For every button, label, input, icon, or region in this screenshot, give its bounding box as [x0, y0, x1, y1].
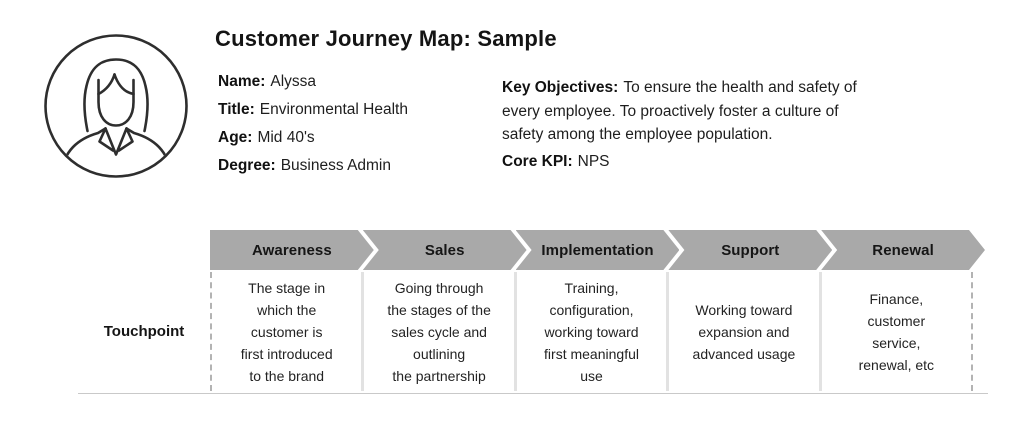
stage-awareness-label: Awareness: [251, 241, 332, 259]
core-kpi-label: Core KPI:: [502, 152, 573, 170]
touchpoint-cell-sales: Going through the stages of the sales cy…: [361, 272, 514, 391]
core-kpi-value: NPS: [577, 152, 610, 170]
persona-degree-label: Degree:: [218, 157, 276, 174]
stage-arrow-bar: Awareness Sales Implementation Support R…: [210, 230, 985, 270]
touchpoint-row-label: Touchpoint: [103, 323, 185, 340]
stage-sales-label: Sales: [424, 241, 465, 259]
core-kpi-line: Core KPI:NPS: [502, 150, 922, 174]
avatar-circle: [44, 34, 188, 178]
key-objectives-paragraph: Key Objectives:To ensure the health and …: [502, 76, 922, 147]
journey-section: Awareness Sales Implementation Support R…: [0, 230, 1024, 394]
stage-implementation: Implementation: [516, 230, 680, 270]
touchpoint-cells: The stage in which the customer is first…: [210, 272, 974, 391]
persona-name-line: Name:Alyssa: [218, 68, 408, 96]
persona-title-label: Title:: [218, 101, 255, 118]
stage-support: Support: [668, 230, 832, 270]
stage-renewal-label: Renewal: [872, 241, 934, 259]
persona-age-label: Age:: [218, 129, 253, 146]
stage-sales: Sales: [363, 230, 527, 270]
stage-support-label: Support: [721, 241, 780, 259]
persona-degree-line: Degree:Business Admin: [218, 152, 408, 180]
persona-age-line: Age:Mid 40's: [218, 124, 408, 152]
persona-title-value: Environmental Health: [259, 101, 408, 118]
key-objectives-text: To ensure the health and safety of every…: [502, 79, 857, 143]
persona-details: Name:Alyssa Title:Environmental Health A…: [218, 68, 408, 180]
touchpoint-cell-awareness: The stage in which the customer is first…: [210, 272, 362, 391]
page-title: Customer Journey Map: Sample: [215, 26, 557, 51]
persona-name-label: Name:: [218, 73, 266, 90]
persona-avatar: [42, 32, 190, 180]
persona-age-value: Mid 40's: [257, 129, 315, 146]
touchpoint-cell-renewal: Finance, customer service, renewal, etc: [818, 272, 974, 391]
persona-title-line: Title:Environmental Health: [218, 96, 408, 124]
stage-implementation-label: Implementation: [541, 241, 654, 259]
female-persona-avatar-icon: [44, 34, 188, 178]
persona-degree-value: Business Admin: [280, 157, 391, 174]
stage-renewal: Renewal: [821, 230, 985, 270]
key-objectives-block: Key Objectives:To ensure the health and …: [502, 76, 922, 173]
stage-awareness: Awareness: [210, 230, 374, 270]
touchpoint-cell-implementation: Training, configuration, working toward …: [513, 272, 667, 391]
persona-name-value: Alyssa: [270, 73, 317, 90]
touchpoint-cell-support: Working toward expansion and advanced us…: [666, 272, 819, 391]
key-objectives-label: Key Objectives:: [502, 79, 619, 96]
touchpoint-row: Touchpoint The stage in which the custom…: [78, 272, 988, 394]
